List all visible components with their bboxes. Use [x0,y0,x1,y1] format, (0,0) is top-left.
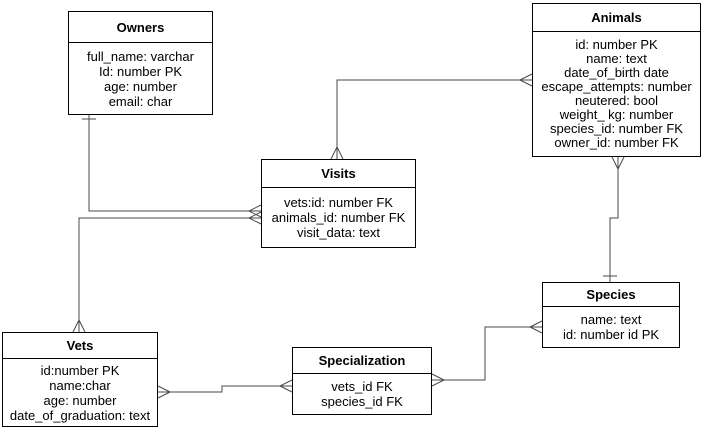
entity-visits-fields: vets:id: number FK animals_id: number FK… [262,188,415,247]
entity-owners-title: Owners [69,12,212,43]
field: date_of_graduation: text [9,407,151,423]
connector-animals-species[interactable] [603,156,625,282]
field: id: number id PK [562,327,660,342]
field: age: number [43,392,117,408]
entity-vets[interactable]: Vets id:number PK name:char age: number … [2,332,158,427]
field: email: char [108,93,173,109]
entity-specialization-fields: vets_id FK species_id FK [293,374,431,414]
crows-foot-many-icon [72,319,86,333]
field: full_name: varchar [87,48,194,64]
entity-species-fields: name: text id: number id PK [543,307,679,347]
crows-foot-many-icon [611,156,625,170]
entity-animals[interactable]: Animals id: number PK name: text date_of… [532,3,701,157]
field: weight_ kg: number [559,107,674,122]
field: age: number [104,78,177,94]
crows-foot-many-icon [248,211,262,225]
field: name: text [586,51,647,66]
field: escape_attempts: number [541,79,692,94]
field: Id: number PK [98,63,183,79]
field: vets:id: number FK [283,195,394,210]
field: name:char [49,377,111,393]
entity-animals-title: Animals [533,4,700,32]
entity-species[interactable]: Species name: text id: number id PK [542,282,680,348]
crows-foot-many-icon [279,379,293,393]
entity-visits-title: Visits [262,160,415,188]
field: visit_data: text [296,225,381,240]
field: date_of_birth date [564,65,669,80]
crows-foot-many-icon [157,385,171,399]
field: animals_id: number FK [271,210,406,225]
connector-specialization-species[interactable] [431,320,543,387]
field: owner_id: number FK [554,135,679,150]
connector-visits-animals[interactable] [330,73,533,160]
crows-foot-many-icon [248,204,262,218]
crows-foot-many-icon [519,73,533,87]
field: vets_id FK [331,379,393,394]
entity-owners[interactable]: Owners full_name: varchar Id: number PK … [68,11,213,115]
crows-foot-many-icon [431,373,445,387]
field: name: text [580,312,642,327]
connector-vets-visits[interactable] [72,211,262,333]
field: id:number PK [40,362,120,378]
entity-vets-title: Vets [3,333,157,359]
field: species_id: number FK [550,121,683,136]
entity-visits[interactable]: Visits vets:id: number FK animals_id: nu… [261,159,416,248]
entity-specialization-title: Specialization [293,348,431,374]
crows-foot-many-icon [529,320,543,334]
field: species_id FK [321,394,403,409]
entity-species-title: Species [543,283,679,307]
connector-owners-visits[interactable] [82,115,262,218]
crows-foot-many-icon [330,146,344,160]
field: neutered: bool [574,93,659,108]
entity-vets-fields: id:number PK name:char age: number date_… [3,359,157,426]
connector-vets-specialization[interactable] [157,379,293,399]
entity-specialization[interactable]: Specialization vets_id FK species_id FK [292,347,432,415]
entity-owners-fields: full_name: varchar Id: number PK age: nu… [69,43,212,114]
entity-animals-fields: id: number PK name: text date_of_birth d… [533,32,700,156]
field: id: number PK [575,37,658,52]
